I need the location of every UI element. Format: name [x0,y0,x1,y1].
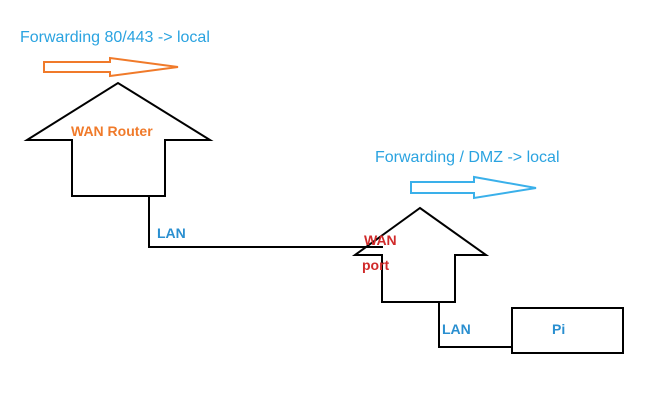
wan-router-label: WAN Router [71,123,153,139]
pi-box [511,307,624,354]
lan-cable-1 [148,196,383,248]
pi-label: Pi [552,321,566,337]
wan-port-label-line2: port [362,257,390,273]
lan-cable-2 [438,302,512,348]
second-router-shape [351,206,490,303]
lan-label-2: LAN [442,321,471,337]
forwarding-label-mid: Forwarding / DMZ -> local [375,149,560,166]
forwarding-arrow-orange [43,56,179,78]
wan-router-shape [23,81,214,197]
forwarding-label-top: Forwarding 80/443 -> local [20,29,210,46]
wan-port-label-line1: WAN [364,232,397,248]
lan-label-1: LAN [157,225,186,241]
forwarding-arrow-blue [410,175,537,200]
